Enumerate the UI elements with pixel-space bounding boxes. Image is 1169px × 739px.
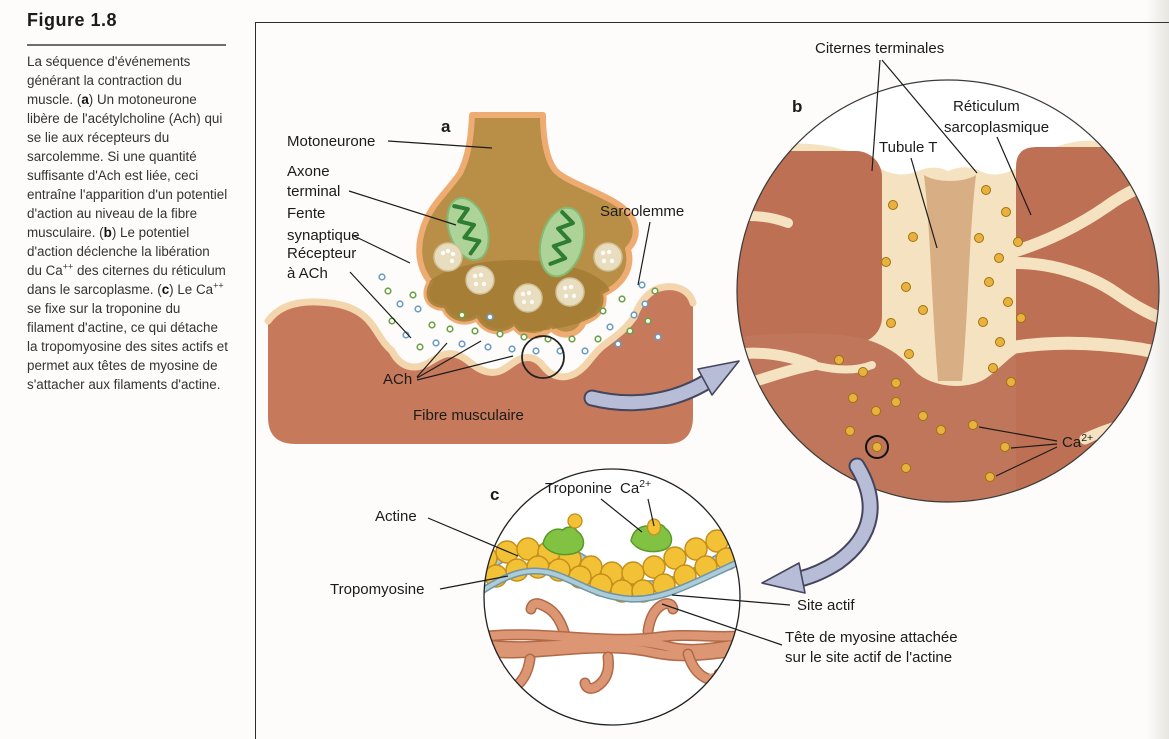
pointer-line bbox=[671, 594, 791, 606]
calcium-ions bbox=[834, 185, 1026, 482]
label-tete-myosine: Tête de myosine attachée bbox=[785, 629, 958, 646]
label-axone-terminal: terminal bbox=[287, 183, 340, 200]
caption-bold-a: a bbox=[81, 92, 89, 107]
label-reticulum-sarcoplasmique: sarcoplasmique bbox=[944, 119, 1049, 136]
magnifier-circle-b bbox=[865, 435, 889, 459]
myosin-heads bbox=[525, 598, 679, 641]
label-actine: Actine bbox=[375, 508, 417, 525]
caption-seg: se fixe sur la troponine du filament d'a… bbox=[27, 301, 228, 392]
label-site-actif: Site actif bbox=[797, 597, 855, 614]
pointer-line bbox=[427, 517, 519, 557]
panel-a: a Motoneurone Axone terminal Fente synap… bbox=[264, 112, 697, 444]
figure-title: Figure 1.8 bbox=[27, 10, 118, 30]
part-tag-b: b bbox=[792, 97, 802, 116]
part-tag-c: c bbox=[490, 485, 499, 504]
page-edge-shading bbox=[1147, 0, 1169, 739]
caption-bold-b: b bbox=[103, 225, 112, 240]
label-tubule-t: Tubule T bbox=[879, 139, 937, 156]
pointer-line bbox=[995, 446, 1058, 477]
caption-seg: La séquence d'événements générant la con… bbox=[27, 54, 191, 107]
panel-c: c Troponine Ca2+ Actine Tropomyosine Sit… bbox=[330, 468, 958, 726]
caption-seg: ) Le potentiel d'action déclenche la lib… bbox=[27, 225, 210, 278]
label-motoneurone: Motoneurone bbox=[287, 133, 375, 150]
circle-b-outline bbox=[736, 79, 1160, 503]
label-fente-synaptique: synaptique bbox=[287, 227, 360, 244]
calcium-ion-bound bbox=[646, 518, 662, 536]
troponin-blob bbox=[542, 526, 585, 556]
label-recepteur-ach: Récepteur bbox=[287, 245, 356, 262]
pointer-line bbox=[349, 271, 412, 339]
label-axone-terminal: Axone bbox=[287, 163, 330, 180]
figure-caption: La séquence d'événements générant la con… bbox=[27, 52, 228, 394]
pointer-line bbox=[416, 355, 514, 381]
t-tubule bbox=[924, 175, 976, 381]
pointer-line bbox=[416, 342, 448, 378]
caption-bold-c: c bbox=[161, 282, 170, 297]
title-rule bbox=[27, 44, 226, 46]
pointer-line bbox=[978, 426, 1058, 442]
sarcoplasmic-reticulum-illustration bbox=[737, 140, 1159, 502]
diagram-panel: a Motoneurone Axone terminal Fente synap… bbox=[255, 22, 1169, 739]
vesicle-granules bbox=[440, 248, 615, 305]
label-ca2plus-c: Ca2+ bbox=[620, 478, 651, 497]
pointer-line bbox=[996, 136, 1032, 216]
pointer-line bbox=[871, 59, 881, 172]
pointer-line bbox=[881, 59, 978, 174]
zoom-circle-a bbox=[521, 335, 565, 379]
pointer-line bbox=[600, 498, 643, 533]
tropomyosin-strand bbox=[484, 555, 740, 602]
sr-left-channel bbox=[737, 211, 793, 229]
mitochondrion-icon bbox=[538, 206, 586, 278]
label-fente-synaptique: Fente bbox=[287, 205, 325, 222]
caption-sup: ++ bbox=[62, 261, 74, 272]
label-ca2plus-b: Ca2+ bbox=[1062, 432, 1093, 451]
label-ach: ACh bbox=[383, 371, 412, 388]
label-sarcolemme: Sarcolemme bbox=[600, 203, 684, 220]
curved-arrow-a-to-b-icon bbox=[583, 360, 740, 412]
actin-myosin-illustration bbox=[484, 513, 740, 696]
label-tropomyosine: Tropomyosine bbox=[330, 581, 424, 598]
pointer-line bbox=[910, 157, 938, 249]
pointer-line bbox=[637, 221, 651, 286]
sr-right-block bbox=[1016, 147, 1159, 502]
label-citernes-terminales: Citernes terminales bbox=[815, 40, 944, 57]
mitochondrion-icon bbox=[446, 197, 490, 261]
pointer-line bbox=[661, 603, 783, 646]
label-recepteur-ach: à ACh bbox=[287, 265, 328, 282]
caption-seg: ) Le Ca bbox=[169, 282, 214, 297]
calcium-ion-free bbox=[567, 513, 583, 529]
panel-b: b Citernes terminales Réticulum sarcopla… bbox=[736, 40, 1160, 503]
sidebar: Figure 1.8 La séquence d'événements géné… bbox=[0, 0, 255, 739]
circle-c-outline bbox=[483, 468, 741, 726]
caption-seg: des citernes du réticulum dans le sarcop… bbox=[27, 263, 226, 297]
pointer-line bbox=[647, 498, 655, 527]
pointer-line bbox=[416, 340, 482, 379]
caption-sup: ++ bbox=[213, 280, 224, 291]
diagram-svg: a Motoneurone Axone terminal Fente synap… bbox=[264, 40, 1160, 726]
ach-molecules bbox=[378, 273, 662, 355]
pointer-line bbox=[439, 575, 509, 590]
sarcolemma-membrane bbox=[264, 283, 697, 381]
label-reticulum-sarcoplasmique: Réticulum bbox=[953, 98, 1020, 115]
synaptic-vesicles bbox=[433, 242, 623, 313]
caption-seg: ) Un motoneurone libère de l'acétylcholi… bbox=[27, 92, 228, 240]
pointer-line bbox=[351, 234, 411, 264]
sr-left-block bbox=[737, 151, 882, 343]
pointer-line bbox=[387, 140, 493, 149]
label-tete-myosine: sur le site actif de l'actine bbox=[785, 649, 952, 666]
label-fibre-musculaire: Fibre musculaire bbox=[413, 407, 524, 424]
pointer-line bbox=[1010, 443, 1058, 449]
myosin-filament bbox=[484, 629, 740, 662]
axon-terminal-illustration bbox=[416, 112, 639, 339]
label-troponine: Troponine bbox=[545, 480, 612, 497]
pointer-line bbox=[348, 190, 457, 226]
curved-arrow-b-to-c-icon bbox=[761, 457, 879, 594]
part-tag-a: a bbox=[441, 117, 451, 136]
